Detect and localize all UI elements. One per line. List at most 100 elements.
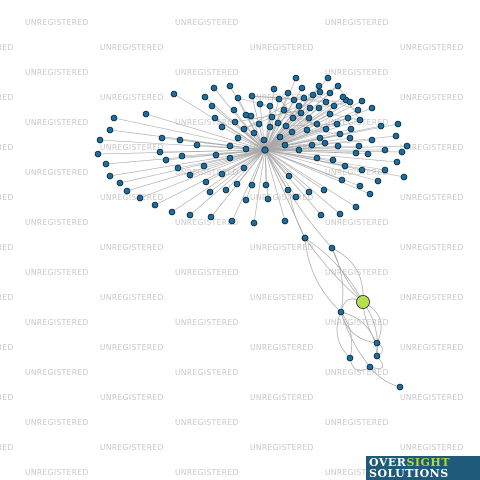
graph-node[interactable] xyxy=(186,211,194,219)
graph-node[interactable] xyxy=(242,196,250,204)
graph-node[interactable] xyxy=(240,164,248,172)
graph-node[interactable] xyxy=(250,129,258,137)
graph-node[interactable] xyxy=(208,102,216,110)
graph-node[interactable] xyxy=(305,188,313,196)
graph-node[interactable] xyxy=(211,114,219,122)
graph-node[interactable] xyxy=(347,125,355,133)
graph-node[interactable] xyxy=(352,149,360,157)
graph-node[interactable] xyxy=(305,114,313,122)
graph-node[interactable] xyxy=(352,203,360,211)
graph-node[interactable] xyxy=(123,187,131,195)
graph-node[interactable] xyxy=(398,148,406,156)
graph-node[interactable] xyxy=(136,194,144,202)
graph-node[interactable] xyxy=(400,173,408,181)
graph-node[interactable] xyxy=(366,190,374,198)
graph-node[interactable] xyxy=(368,136,376,144)
graph-node[interactable] xyxy=(297,109,305,117)
graph-node[interactable] xyxy=(366,363,374,371)
graph-node[interactable] xyxy=(242,145,250,153)
graph-node[interactable] xyxy=(322,125,330,133)
graph-node[interactable] xyxy=(226,154,234,162)
graph-node[interactable] xyxy=(326,89,334,97)
graph-node[interactable] xyxy=(337,308,345,316)
graph-node[interactable] xyxy=(315,82,323,90)
graph-node[interactable] xyxy=(329,156,337,164)
graph-node[interactable] xyxy=(334,142,342,150)
graph-node[interactable] xyxy=(346,98,354,106)
graph-node[interactable] xyxy=(210,84,218,92)
graph-node[interactable] xyxy=(336,210,344,218)
graph-node[interactable] xyxy=(168,208,176,216)
graph-node[interactable] xyxy=(156,148,164,156)
graph-node[interactable] xyxy=(276,133,284,141)
graph-node[interactable] xyxy=(96,136,104,144)
graph-node[interactable] xyxy=(396,383,404,391)
graph-node[interactable] xyxy=(356,116,364,124)
highlighted-node[interactable] xyxy=(356,295,370,309)
graph-node[interactable] xyxy=(322,98,330,106)
graph-node[interactable] xyxy=(281,141,289,149)
graph-node[interactable] xyxy=(218,123,226,131)
graph-node[interactable] xyxy=(288,128,296,136)
graph-node[interactable] xyxy=(106,126,114,134)
graph-node[interactable] xyxy=(170,90,178,98)
graph-node[interactable] xyxy=(373,339,381,347)
graph-node[interactable] xyxy=(176,136,184,144)
graph-node[interactable] xyxy=(316,134,324,142)
graph-node[interactable] xyxy=(266,102,274,110)
graph-node[interactable] xyxy=(255,120,263,128)
graph-node[interactable] xyxy=(289,114,297,122)
graph-node[interactable] xyxy=(202,178,210,186)
graph-node[interactable] xyxy=(268,113,276,121)
graph-node[interactable] xyxy=(212,151,220,159)
graph-node[interactable] xyxy=(306,104,314,112)
graph-node[interactable] xyxy=(281,217,289,225)
graph-node[interactable] xyxy=(102,160,110,168)
graph-node[interactable] xyxy=(228,217,236,225)
graph-node[interactable] xyxy=(326,110,334,118)
graph-node[interactable] xyxy=(358,97,366,105)
graph-node[interactable] xyxy=(282,122,290,130)
graph-node[interactable] xyxy=(94,150,102,158)
graph-node[interactable] xyxy=(280,106,288,114)
graph-node[interactable] xyxy=(231,118,239,126)
graph-node[interactable] xyxy=(295,146,303,154)
graph-node[interactable] xyxy=(266,123,274,131)
graph-node[interactable] xyxy=(270,85,278,93)
graph-node[interactable] xyxy=(290,96,298,104)
graph-node[interactable] xyxy=(341,162,349,170)
graph-node[interactable] xyxy=(230,106,238,114)
graph-node[interactable] xyxy=(247,112,255,120)
graph-node[interactable] xyxy=(339,93,347,101)
graph-node[interactable] xyxy=(262,181,270,189)
graph-node[interactable] xyxy=(354,106,362,114)
graph-node[interactable] xyxy=(151,201,159,209)
graph-node[interactable] xyxy=(233,180,241,188)
graph-node[interactable] xyxy=(301,234,309,242)
graph-node[interactable] xyxy=(393,158,401,166)
graph-node[interactable] xyxy=(303,126,311,134)
graph-node[interactable] xyxy=(142,110,150,118)
graph-node[interactable] xyxy=(403,142,411,150)
graph-node[interactable] xyxy=(292,193,300,201)
graph-node[interactable] xyxy=(275,95,283,103)
graph-node[interactable] xyxy=(274,119,282,127)
graph-node[interactable] xyxy=(240,125,248,133)
graph-node[interactable] xyxy=(110,114,118,122)
graph-node[interactable] xyxy=(333,120,341,128)
graph-node[interactable] xyxy=(324,74,332,82)
graph-node[interactable] xyxy=(316,88,324,96)
graph-node[interactable] xyxy=(377,122,385,130)
graph-node[interactable] xyxy=(186,171,194,179)
graph-node[interactable] xyxy=(334,82,342,90)
graph-node[interactable] xyxy=(226,82,234,90)
graph-node[interactable] xyxy=(207,213,215,221)
graph-node[interactable] xyxy=(285,172,293,180)
graph-node[interactable] xyxy=(116,179,124,187)
graph-node[interactable] xyxy=(313,154,321,162)
graph-node[interactable] xyxy=(368,104,376,112)
graph-node[interactable] xyxy=(250,219,258,227)
graph-node[interactable] xyxy=(206,188,214,196)
graph-node[interactable] xyxy=(308,141,316,149)
graph-node[interactable] xyxy=(298,84,306,92)
